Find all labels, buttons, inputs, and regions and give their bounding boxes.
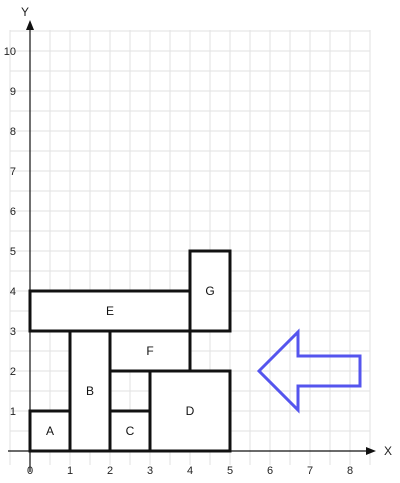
y-tick-label: 9: [10, 86, 16, 98]
y-tick-label: 6: [10, 206, 16, 218]
rectangle-shape: [28, 409, 72, 453]
x-tick-label: 6: [267, 465, 273, 477]
x-tick-label: 5: [227, 465, 233, 477]
x-tick-label: 3: [147, 465, 153, 477]
rectangle-shape: [28, 289, 192, 333]
rectangle-a: A: [28, 409, 72, 453]
y-tick-label: 2: [10, 366, 16, 378]
x-tick-label: 4: [187, 465, 193, 477]
y-tick-label: 10: [4, 46, 16, 58]
x-tick-label: 8: [347, 465, 353, 477]
rectangle-c: C: [108, 409, 152, 453]
rectangle-label: G: [205, 284, 214, 298]
left-arrow-icon: [256, 328, 362, 414]
rectangle-label: E: [106, 304, 114, 318]
y-tick-label: 5: [10, 246, 16, 258]
x-axis-arrowhead: [366, 447, 376, 455]
rectangles: A B C D F E G: [28, 249, 232, 453]
y-tick-label: 1: [10, 406, 16, 418]
x-tick-label: 0: [27, 465, 33, 477]
y-tick-label: 3: [10, 326, 16, 338]
y-axis-arrowhead: [26, 20, 34, 30]
y-tick-label: 4: [10, 286, 16, 298]
rectangle-label: D: [186, 404, 195, 418]
x-axis-label: X: [384, 444, 392, 458]
rectangle-label: A: [46, 424, 54, 438]
rectangle-shape: [68, 329, 112, 453]
rectangle-label: C: [126, 424, 135, 438]
rectangle-g: G: [188, 249, 232, 333]
rectangle-d: D: [148, 369, 232, 453]
rectangle-e: E: [28, 289, 192, 333]
rectangle-label: B: [86, 384, 94, 398]
rectangle-shape: [188, 249, 232, 333]
x-tick-label: 7: [307, 465, 313, 477]
rectangle-shape: [108, 329, 192, 373]
x-tick-label: 2: [107, 465, 113, 477]
rectangle-label: F: [146, 344, 153, 358]
tick-labels: 0 1 2 3 4 5 6 7 8 1 2 3 4 5 6 7 8 9 10: [4, 46, 353, 477]
rectangle-f: F: [108, 329, 192, 373]
y-tick-label: 8: [10, 126, 16, 138]
y-tick-label: 7: [10, 166, 16, 178]
y-axis-label: Y: [21, 5, 29, 19]
x-tick-label: 1: [67, 465, 73, 477]
rectangle-b: B: [68, 329, 112, 453]
